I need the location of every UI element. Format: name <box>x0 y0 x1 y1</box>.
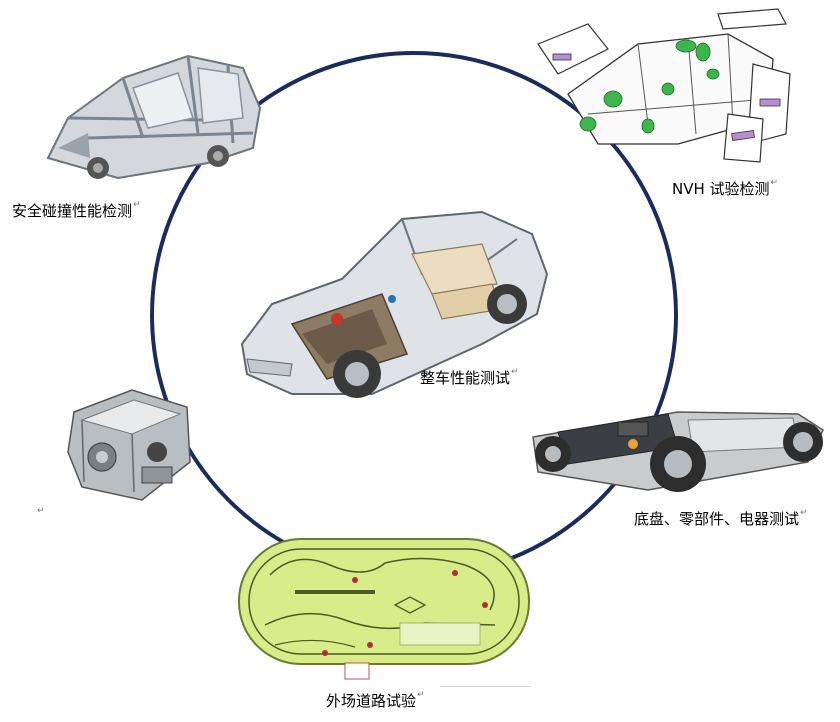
label-chassis: 底盘、零部件、电器测试↵ <box>634 508 808 528</box>
paragraph-mark: ↵ <box>37 506 45 516</box>
label-center: 整车性能测试↵ <box>420 367 519 387</box>
label-engine: ↵ <box>36 506 45 524</box>
nvh-exploded-body-illustration <box>528 4 803 169</box>
proving-ground-track-illustration <box>235 535 535 685</box>
paragraph-mark: ↵ <box>800 508 808 518</box>
ev-chassis-illustration <box>528 392 828 504</box>
paragraph-mark: ↵ <box>770 178 779 188</box>
paragraph-mark: ↵ <box>417 690 425 700</box>
cutaway-sedan-illustration <box>232 194 552 424</box>
crash-body-frame-illustration <box>28 38 268 188</box>
label-crash: 安全碰撞性能检测↵ <box>12 200 141 220</box>
paragraph-mark: ↵ <box>511 367 519 377</box>
divider-line <box>440 686 530 687</box>
label-road: 外场道路试验↵ <box>326 690 425 710</box>
engine-block-illustration <box>62 382 197 507</box>
label-nvh: NVH 试验检测↵ <box>672 178 779 198</box>
paragraph-mark: ↵ <box>133 200 141 210</box>
